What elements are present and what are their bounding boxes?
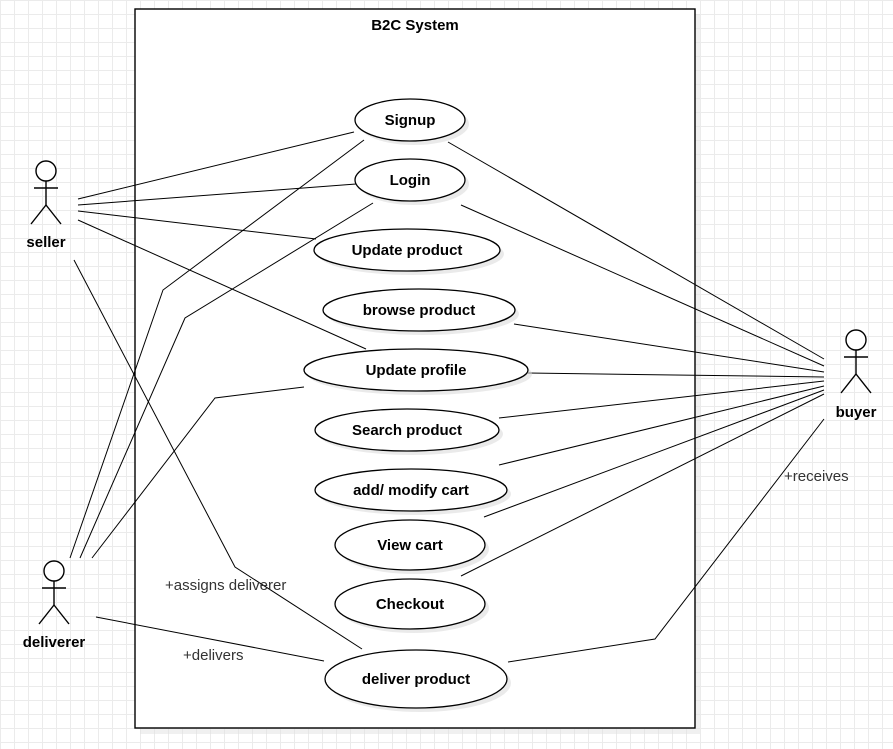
use-case-browse-product[interactable]: browse product [322,288,519,335]
assoc-seller-deliver-product[interactable] [73,259,363,650]
actor-deliverer-label: deliverer [23,634,86,651]
use-case-login-ellipse[interactable] [354,158,466,202]
use-case-update-product-label: Update product [352,242,463,259]
actor-buyer-figure-icon [840,329,872,394]
actor-buyer-label: buyer [836,404,877,421]
assoc-buyer-view-cart[interactable] [483,389,825,518]
use-case-checkout-label: Checkout [376,596,444,613]
actor-deliverer[interactable]: deliverer [23,560,86,651]
assoc-seller-signup[interactable] [77,131,355,200]
assoc-label-delivers: +delivers [183,647,243,664]
use-case-login-label: Login [390,172,431,189]
assoc-seller-login[interactable] [77,183,357,206]
assoc-buyer-checkout[interactable] [460,393,825,577]
actor-buyer[interactable]: buyer [836,329,877,421]
assoc-seller-update-profile[interactable] [77,219,367,350]
use-case-view-cart-ellipse[interactable] [334,519,486,571]
assoc-buyer-login[interactable] [460,204,825,367]
assoc-deliverer-login[interactable] [79,202,374,559]
system-title: B2C System [371,17,459,34]
use-case-search-product[interactable]: Search product [314,408,503,455]
use-case-update-profile-label: Update profile [366,362,467,379]
assoc-deliverer-deliver-product[interactable] [95,616,325,662]
assoc-buyer-deliver-product[interactable] [507,418,825,663]
assoc-buyer-browse-product[interactable] [513,323,825,373]
use-case-view-cart[interactable]: View cart [334,519,489,574]
use-case-update-profile-ellipse[interactable] [303,348,529,392]
assoc-buyer-signup[interactable] [447,141,825,360]
use-case-checkout[interactable]: Checkout [334,578,489,633]
assoc-label-receives: +receives [784,468,849,485]
use-case-signup-label: Signup [385,112,436,129]
use-case-update-profile[interactable]: Update profile [303,348,532,395]
use-case-deliver-product-label: deliver product [362,671,470,688]
assoc-label-assigns-deliverer: +assigns deliverer [165,577,286,594]
assoc-deliverer-signup[interactable] [69,139,365,559]
use-case-browse-product-ellipse[interactable] [322,288,516,332]
assoc-buyer-update-profile[interactable] [527,372,825,378]
use-case-view-cart-label: View cart [377,537,443,554]
actor-seller-figure-icon [30,160,62,225]
use-case-login[interactable]: Login [354,158,469,205]
actor-deliverer-figure-icon [38,560,70,625]
actor-seller-label: seller [26,234,65,251]
use-case-deliver-product[interactable]: deliver product [324,649,511,712]
use-case-signup[interactable]: Signup [354,98,469,145]
assoc-seller-update-product[interactable] [77,210,317,240]
associations [69,131,825,663]
use-case-deliver-product-ellipse[interactable] [324,649,508,709]
assoc-buyer-add-modify-cart[interactable] [498,385,825,466]
use-case-search-product-label: Search product [352,422,462,439]
use-case-update-product-ellipse[interactable] [313,228,501,272]
use-case-signup-ellipse[interactable] [354,98,466,142]
use-case-search-product-ellipse[interactable] [314,408,500,452]
use-case-add-modify-cart-ellipse[interactable] [314,468,508,512]
use-case-browse-product-label: browse product [363,302,476,319]
use-case-add-modify-cart-label: add/ modify cart [353,482,469,499]
use-case-update-product[interactable]: Update product [313,228,504,275]
use-case-add-modify-cart[interactable]: add/ modify cart [314,468,511,515]
assoc-buyer-search-product[interactable] [498,380,825,419]
actor-seller[interactable]: seller [26,160,66,251]
use-case-checkout-ellipse[interactable] [334,578,486,630]
assoc-deliverer-update-profile[interactable] [91,386,305,559]
